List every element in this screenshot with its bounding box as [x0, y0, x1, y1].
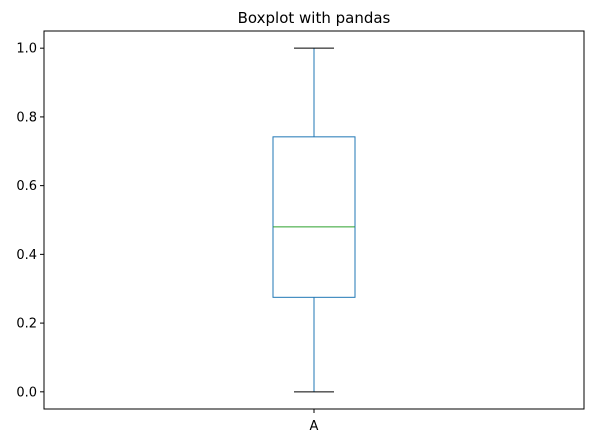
y-tick-label: 0.4 — [16, 248, 37, 263]
y-tick-label: 1.0 — [16, 42, 37, 57]
y-tick-label: 0.6 — [16, 179, 37, 194]
x-tick-label: A — [310, 419, 319, 434]
axes-ticks: 0.0 0.2 0.4 0.6 0.8 1.0A — [16, 42, 318, 434]
box-iqr — [272, 136, 356, 298]
y-tick-label: 0.8 — [16, 110, 37, 125]
plot-area — [272, 47, 356, 393]
y-tick-label: 0.0 — [16, 385, 37, 400]
y-tick-label: 0.2 — [16, 317, 37, 332]
chart-title: Boxplot with pandas — [238, 9, 391, 27]
